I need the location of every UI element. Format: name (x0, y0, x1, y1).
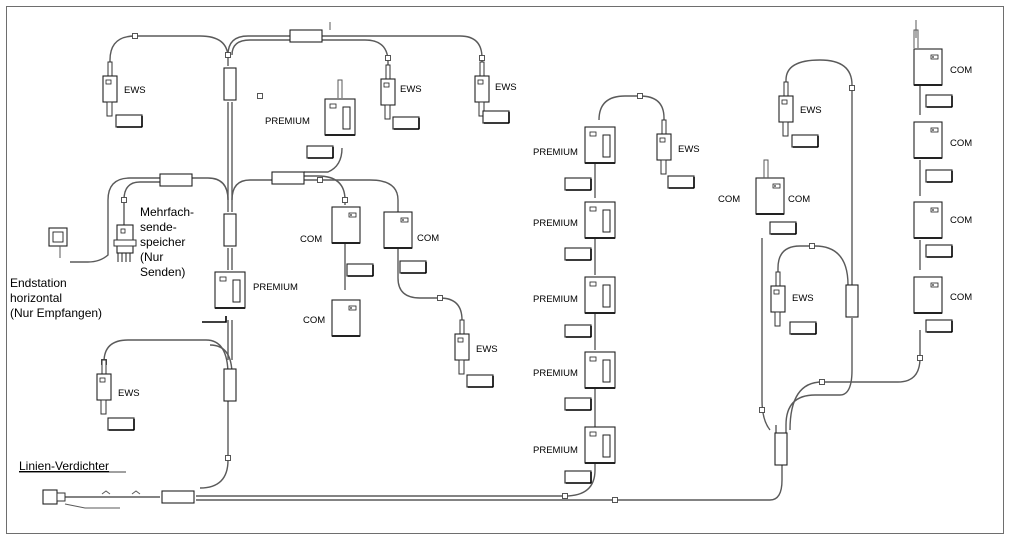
endstation-text-2: horizontal (10, 291, 62, 305)
connectors (159, 29, 859, 504)
device-labels: EWS EWS EWS EWS EWS EWS EWS EWS COM COM … (118, 65, 972, 456)
mehrfach-text-1: Mehrfach- (140, 205, 194, 219)
com-label: COM (950, 215, 972, 226)
ews-label: EWS (678, 144, 700, 155)
premium-label: PREMIUM (533, 294, 578, 305)
mehrfach-text-4: (Nur (140, 250, 163, 264)
com-label: COM (417, 233, 439, 244)
mehrfachsendespeicher-device (113, 224, 137, 262)
mehrfachsendespeicher-caption: Mehrfach- sende- speicher (Nur Senden) (140, 205, 194, 279)
premium-label: PREMIUM (533, 368, 578, 379)
com-label: COM (303, 315, 325, 326)
premium-label: PREMIUM (265, 116, 310, 127)
ews-label: EWS (124, 85, 146, 96)
premium-label: PREMIUM (253, 282, 298, 293)
endstation-device (48, 227, 68, 258)
com-label: COM (718, 194, 740, 205)
linien-verdichter-plug (42, 489, 141, 509)
mehrfach-text-3: speicher (140, 235, 185, 249)
ews-label: EWS (476, 344, 498, 355)
diagram-frame (6, 6, 1004, 534)
linien-verdichter-label: Linien-Verdichter (19, 459, 109, 473)
ews-label: EWS (800, 105, 822, 116)
ews-label: EWS (495, 82, 517, 93)
wire-nodes (101, 33, 923, 503)
ews-label: EWS (400, 84, 422, 95)
premium-label: PREMIUM (533, 218, 578, 229)
ews-label: EWS (118, 388, 140, 399)
mehrfach-text-2: sende- (140, 220, 177, 234)
com-label: COM (950, 292, 972, 303)
premium-label: PREMIUM (533, 445, 578, 456)
com-label: COM (788, 194, 810, 205)
endstation-caption: Endstation horizontal (Nur Empfangen) (10, 276, 102, 320)
com-label: COM (300, 234, 322, 245)
ews-devices (96, 61, 794, 415)
mehrfach-text-5: Senden) (140, 265, 185, 279)
endstation-text-1: Endstation (10, 276, 67, 290)
premium-label: PREMIUM (533, 147, 578, 158)
com-label: COM (950, 138, 972, 149)
endstation-text-3: (Nur Empfangen) (10, 306, 102, 320)
com-label: COM (950, 65, 972, 76)
ews-label: EWS (792, 293, 814, 304)
wiring (60, 20, 921, 501)
